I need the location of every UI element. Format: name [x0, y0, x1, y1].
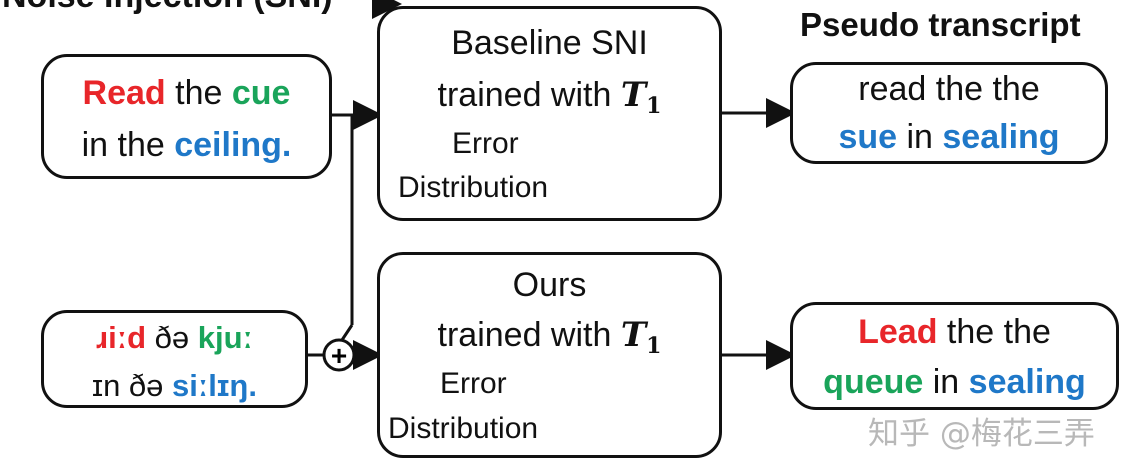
text-run: kjuː: [197, 320, 253, 355]
output2-line2: queue in sealing: [793, 357, 1116, 407]
baseline-trained: trained with T1: [380, 69, 719, 132]
ours-distribution-label: Distribution: [388, 412, 539, 445]
t1-var: T1: [620, 75, 662, 119]
text-run: sue: [838, 118, 898, 156]
output-box-baseline: read the the sue in sealing: [790, 62, 1108, 164]
t1-var: T1: [620, 315, 662, 359]
ours-error-label: Error: [440, 367, 507, 400]
trained-prefix: trained with: [437, 316, 621, 354]
plus-circle: [322, 338, 356, 372]
text-run: Read: [82, 74, 166, 112]
text-run: in: [923, 363, 969, 401]
text-run: ɪn ðə: [92, 368, 173, 403]
text-run: in the: [81, 126, 175, 164]
ours-trained: trained with T1: [380, 309, 719, 372]
ours-title: Ours: [512, 266, 587, 304]
partial-title: Noise Injection (SNI): [2, 0, 333, 22]
trained-prefix: trained with: [437, 76, 621, 114]
input-text-line1: Read the cue: [44, 67, 329, 119]
baseline-distribution-label: Distribution: [398, 171, 549, 204]
text-run: the the: [937, 313, 1051, 351]
ipa-line1: ɹiːd ðə kjuː: [44, 315, 305, 361]
text-run: in: [897, 118, 943, 156]
text-run: sealing: [942, 118, 1060, 156]
baseline-title: Baseline SNI: [451, 24, 648, 62]
output2-line1: Lead the the: [793, 307, 1116, 357]
output-box-ours: Lead the the queue in sealing: [790, 302, 1119, 410]
baseline-sni-box: Baseline SNI trained with T1 Error Distr…: [377, 6, 722, 221]
output1-line1: read the the: [793, 65, 1105, 113]
text-run: cue: [231, 74, 291, 112]
plus-symbol: +: [331, 340, 347, 371]
input-text-box: Read the cue in the ceiling.: [41, 54, 332, 179]
ours-box: Ours trained with T1 Error Distribution: [377, 252, 722, 458]
text-run: ɹiːd: [96, 320, 147, 355]
pseudo-transcript-title: Pseudo transcript: [800, 6, 1081, 43]
output1-line2: sue in sealing: [793, 113, 1105, 161]
baseline-error-label: Error: [452, 127, 519, 160]
text-run: Lead: [858, 313, 938, 351]
input-text-line2: in the ceiling.: [44, 119, 329, 171]
text-run: the: [165, 74, 232, 112]
text-run: ðə: [146, 320, 198, 355]
ipa-line2: ɪn ðə siːlɪŋ.: [44, 363, 305, 409]
text-run: siːlɪŋ.: [172, 368, 257, 403]
text-run: read the the: [858, 70, 1040, 108]
text-run: ceiling.: [174, 126, 292, 164]
input-ipa-box: ɹiːd ðə kjuː ɪn ðə siːlɪŋ.: [41, 310, 308, 408]
watermark: 知乎 @梅花三弄: [868, 416, 1095, 452]
text-run: sealing: [968, 363, 1086, 401]
text-run: queue: [823, 363, 924, 401]
